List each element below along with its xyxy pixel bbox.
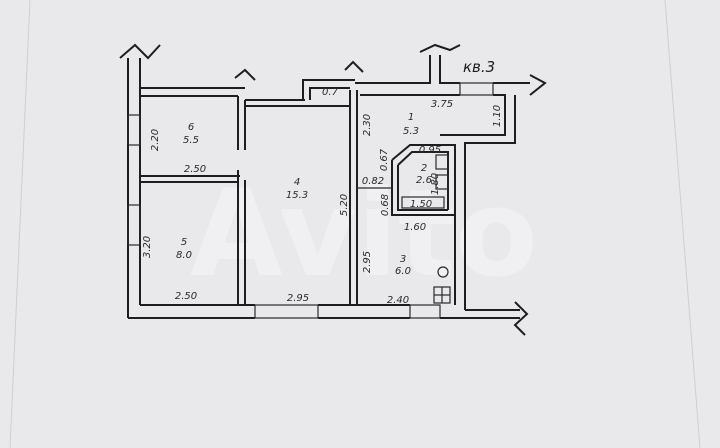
dimension: 2.30 <box>362 114 373 136</box>
apartment-title: кв.3 <box>463 58 495 76</box>
dimension-labels: 2.20 2.50 3.20 2.50 2.95 5.20 2.30 3.75 … <box>142 99 503 306</box>
dimension: 2.40 <box>387 295 409 306</box>
room-labels: 1 5.3 2 2.6 3 6.0 4 15.3 5 8.0 6 5.5 0.7 <box>176 87 432 277</box>
room-6-number: 6 <box>188 122 194 133</box>
room-6-area: 5.5 <box>183 135 199 146</box>
dimension: 0.95 <box>419 145 441 156</box>
dimension: 2.50 <box>175 291 197 302</box>
room-5-number: 5 <box>181 237 187 248</box>
dimension: 3.75 <box>431 99 453 110</box>
room-2-number: 2 <box>421 163 427 174</box>
dimension: 2.95 <box>287 293 309 304</box>
dimension: 3.20 <box>142 236 153 258</box>
room-4-number: 4 <box>294 177 300 188</box>
dimension: 2.50 <box>184 164 206 175</box>
room-1-number: 1 <box>408 112 414 123</box>
dimension: 1.50 <box>410 199 432 210</box>
dimension: 1.60 <box>404 222 426 233</box>
dimension: 1.10 <box>492 105 503 127</box>
room-3-area: 6.0 <box>395 266 411 277</box>
dimension: 0.67 <box>379 148 390 171</box>
dimension: 5.20 <box>339 194 350 216</box>
room-4-area: 15.3 <box>286 190 308 201</box>
dimension: 2.20 <box>150 129 161 151</box>
dimension: 0.68 <box>380 194 391 216</box>
room-5-area: 8.0 <box>176 250 192 261</box>
room-3-number: 3 <box>400 254 406 265</box>
dimension: 1.80 <box>430 173 441 195</box>
walls <box>119 43 547 336</box>
room-7-area: 0.7 <box>322 87 339 98</box>
dimension: 0.82 <box>362 176 384 187</box>
dimension: 2.95 <box>362 251 373 273</box>
room-2-area: 2.6 <box>416 175 432 186</box>
room-1-area: 5.3 <box>403 126 419 137</box>
